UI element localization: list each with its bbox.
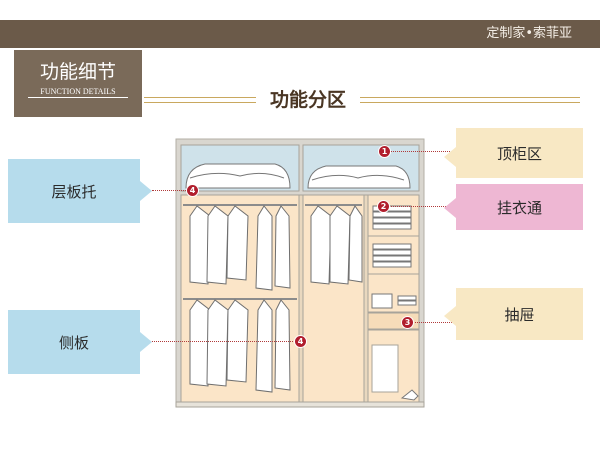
garment (310, 205, 332, 285)
brand-name: 定制家•索菲亚 (486, 26, 572, 41)
page-title: 功能细节 (39, 61, 116, 83)
title-block: 功能细节 FUNCTION DETAILS (14, 50, 142, 117)
callout-pointer (140, 181, 152, 201)
callout-drawer-label: 抽屉 (504, 305, 535, 324)
callout-pointer (444, 306, 456, 326)
garment (274, 205, 291, 289)
shoe-icon (400, 389, 419, 401)
divider-panel-1 (298, 194, 304, 403)
folded-item (372, 243, 412, 250)
garment (206, 299, 229, 387)
garment (189, 205, 211, 285)
leader-hanging-area (389, 206, 456, 207)
folded-item (397, 295, 417, 301)
folded-item (372, 261, 412, 268)
folded-item (372, 223, 412, 230)
leader-side-panel (152, 341, 295, 342)
folded-item (397, 300, 417, 306)
garment (189, 299, 211, 387)
leader-top-cabinet (390, 151, 456, 152)
garment (226, 205, 249, 281)
callout-shelf-support: 层板托 (8, 159, 140, 223)
small-box (371, 293, 393, 309)
callout-pointer (444, 147, 456, 167)
folded-item (372, 211, 412, 218)
callout-side-panel-label: 侧板 (58, 333, 89, 352)
section-heading: 功能分区 (269, 89, 346, 111)
heading-rule-right (360, 97, 580, 103)
heading-rule-left (144, 97, 256, 103)
leader-drawer (413, 322, 456, 323)
marker-4-panel: 4 (294, 335, 307, 348)
folded-item (372, 255, 412, 262)
marker-4-shelf: 4 (186, 184, 199, 197)
garment (206, 205, 229, 285)
leader-shelf-support (152, 190, 186, 191)
marker-2: 2 (377, 200, 390, 213)
garment (348, 205, 363, 283)
callout-top-cabinet: 顶柜区 (456, 128, 583, 178)
marker-3: 3 (401, 316, 414, 329)
garment (255, 299, 273, 393)
bedding-right (307, 165, 411, 189)
title-divider (28, 97, 128, 98)
divider-panel-2 (363, 194, 369, 403)
garment (255, 205, 273, 291)
wardrobe-base (175, 401, 425, 408)
page-subtitle: FUNCTION DETAILS (40, 87, 116, 96)
folded-item (372, 217, 412, 224)
folded-item (372, 249, 412, 256)
marker-1: 1 (378, 145, 391, 158)
safe-box (371, 344, 399, 393)
callout-pointer (444, 198, 456, 218)
callout-hanging-area-label: 挂衣通 (496, 198, 542, 217)
callout-top-cabinet-label: 顶柜区 (496, 144, 542, 163)
callout-side-panel: 侧板 (8, 310, 140, 374)
callout-drawer: 抽屉 (456, 288, 583, 340)
garment (274, 299, 291, 391)
callout-shelf-support-label: 层板托 (51, 182, 97, 201)
header-bar: 定制家•索菲亚 (0, 20, 600, 48)
garment (329, 205, 351, 285)
callout-pointer (140, 332, 152, 352)
callout-hanging-area: 挂衣通 (456, 184, 583, 230)
